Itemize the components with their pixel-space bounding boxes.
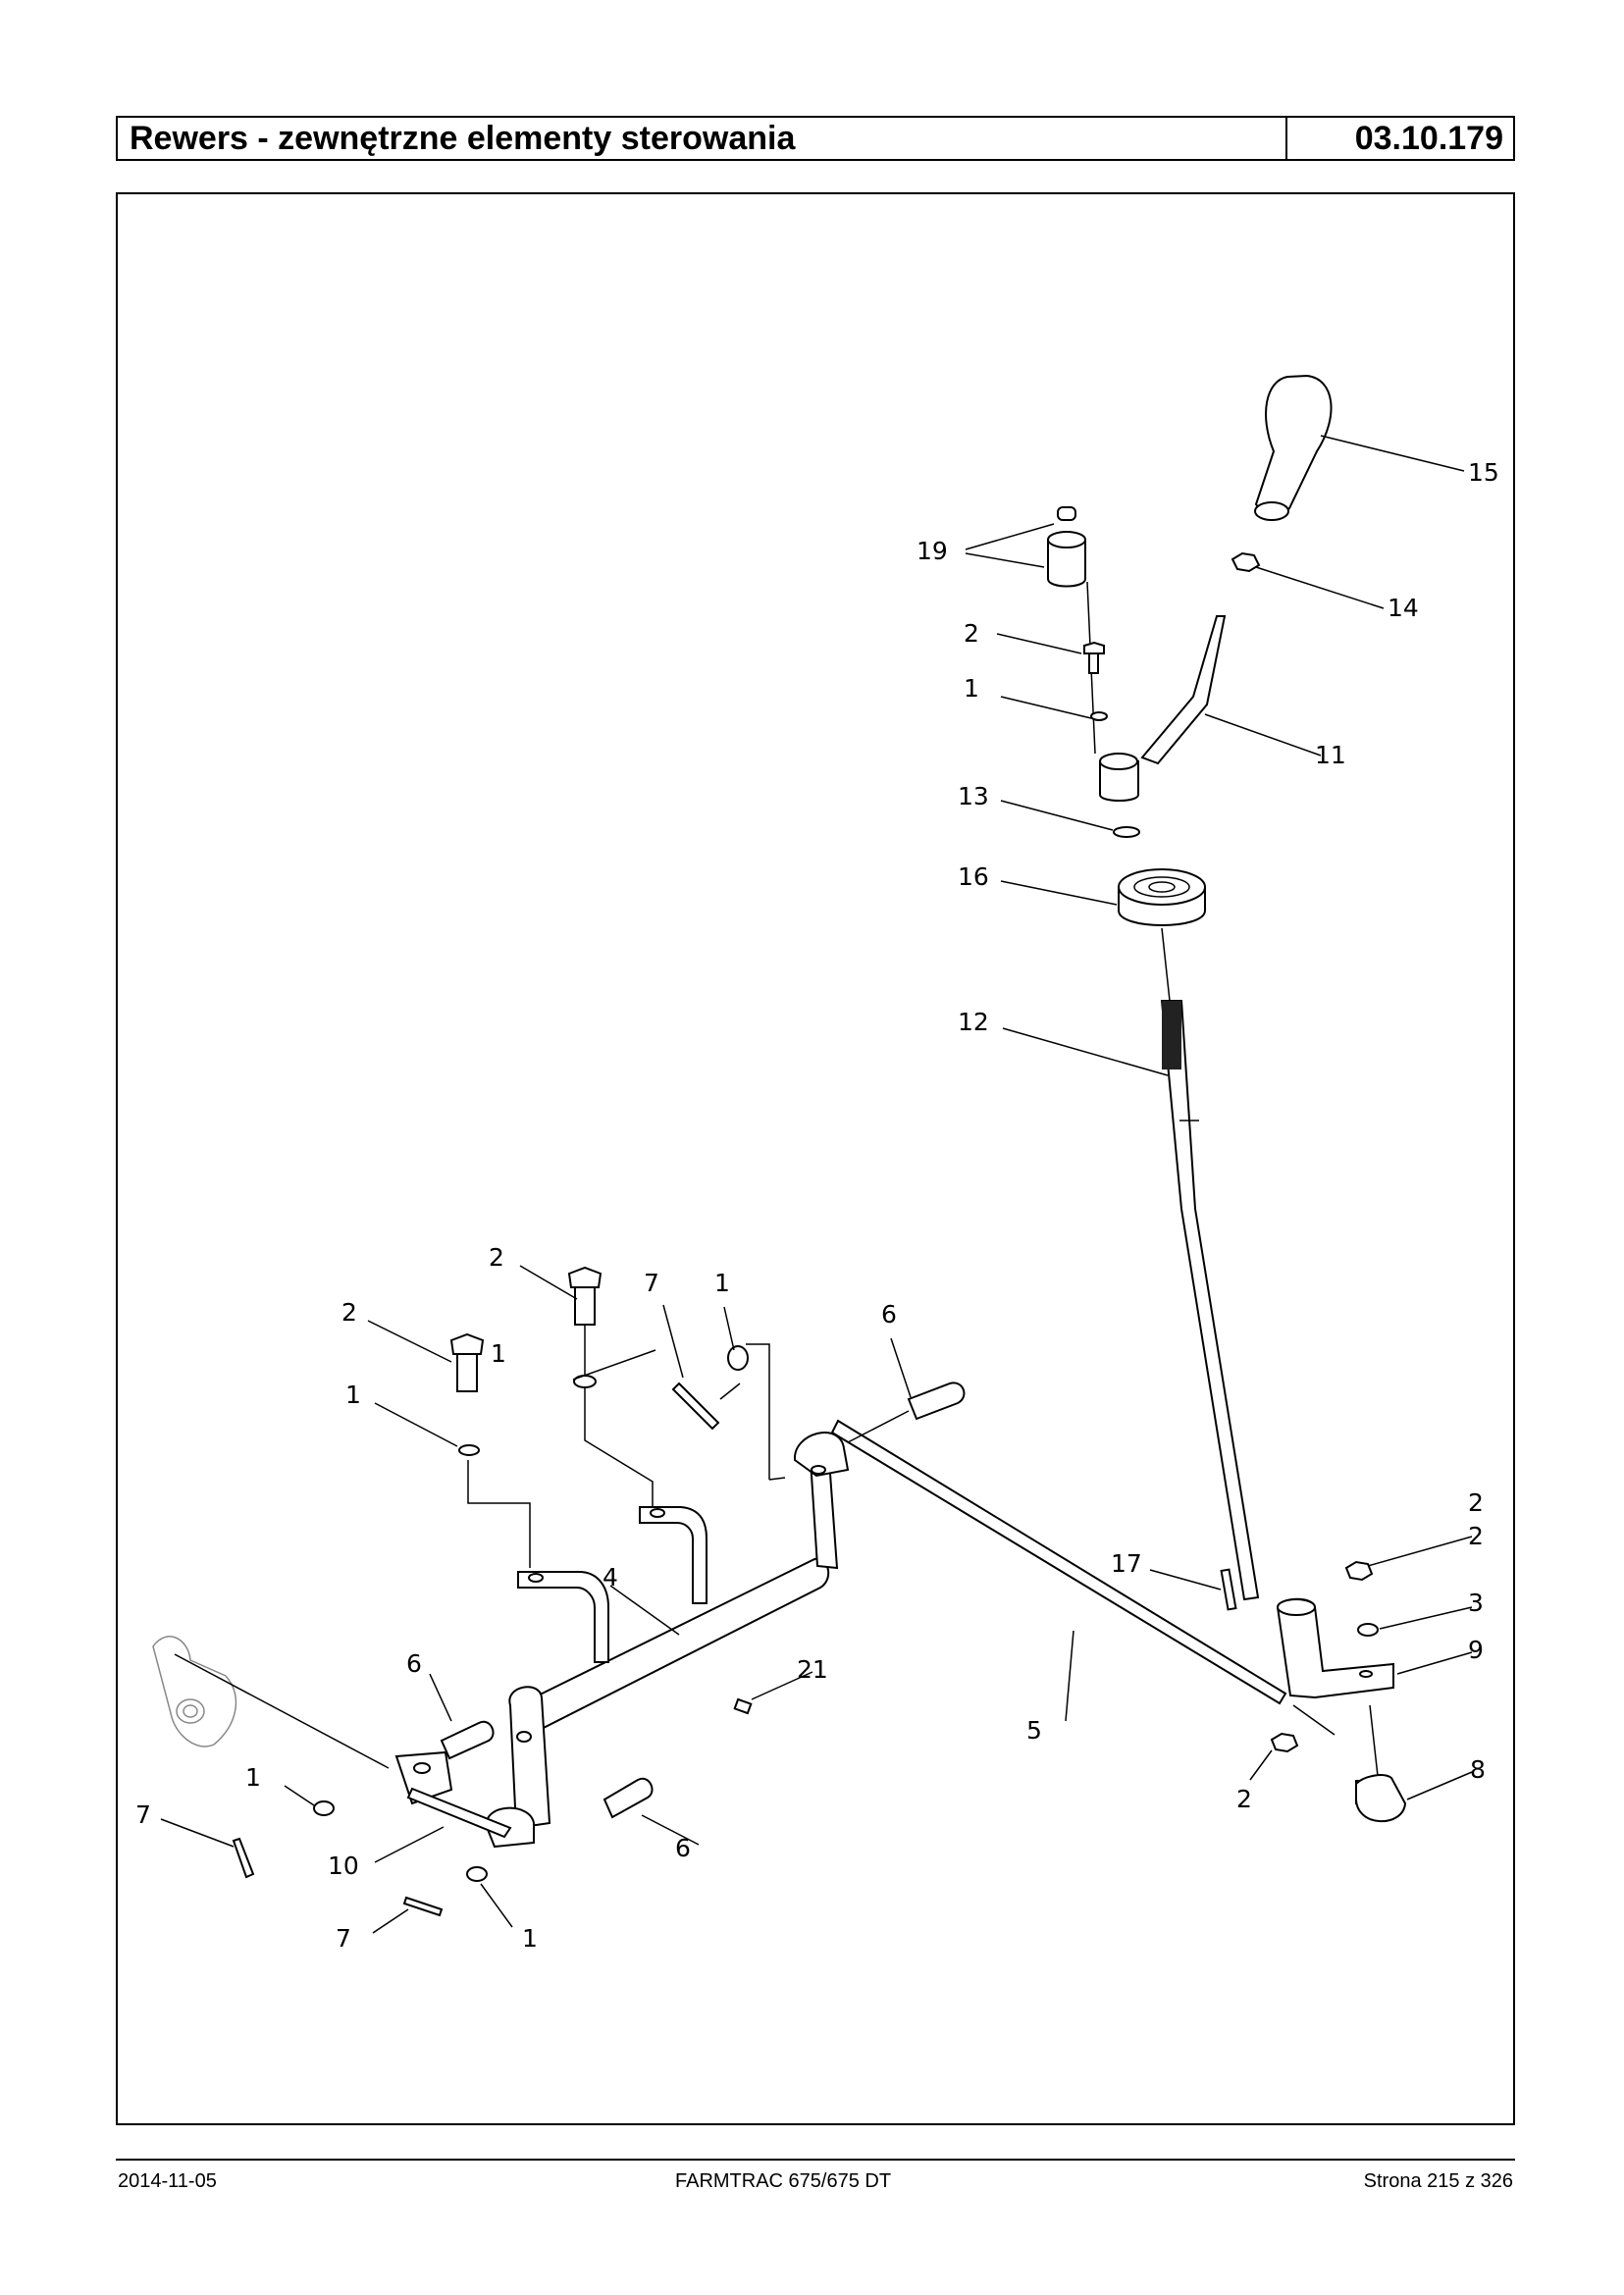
ball-joint-8 — [1355, 1704, 1407, 1823]
callout-2: 2 — [489, 1243, 504, 1272]
callout-19: 19 — [917, 537, 948, 565]
callout-6: 6 — [406, 1649, 422, 1678]
cotter-pin-7-top — [671, 1343, 786, 1481]
circlip-13 — [1113, 826, 1140, 838]
shaft-12 — [1160, 927, 1260, 1601]
cotter-pin-7-bottom — [402, 1896, 444, 1917]
callout-6: 6 — [675, 1834, 691, 1862]
ghost-housing — [152, 1636, 390, 1769]
callout-2: 2 — [1468, 1488, 1484, 1517]
callout-10: 10 — [328, 1852, 359, 1880]
clevis-pin-6-lower — [602, 1777, 654, 1819]
cap-19 — [1047, 506, 1086, 588]
callout-4: 4 — [602, 1563, 618, 1591]
pin-17 — [1220, 1568, 1237, 1611]
small-bolt-2 — [1083, 641, 1105, 674]
callout-21: 21 — [797, 1655, 828, 1684]
callout-7: 7 — [336, 1924, 351, 1953]
upper-lever-11 — [1086, 581, 1227, 802]
callout-12: 12 — [958, 1008, 989, 1036]
footer-date: 2014-11-05 — [118, 2170, 217, 2192]
callout-13: 13 — [958, 782, 989, 810]
diagram-canvas: 15 14 19 2 1 11 13 16 12 2 2 7 1 6 2 1 1… — [135, 374, 1499, 1953]
lever-nut-14 — [1231, 551, 1261, 573]
washer-1-left — [313, 1800, 335, 1816]
callout-1: 1 — [964, 674, 979, 703]
clevis-pin-6-left — [440, 1720, 495, 1760]
callout-2: 2 — [341, 1298, 357, 1327]
bearing-16 — [1118, 868, 1206, 926]
lower-bracket-9 — [1276, 1597, 1394, 1699]
nut-2-right — [1344, 1560, 1374, 1582]
callout-14: 14 — [1388, 594, 1419, 622]
callout-7: 7 — [644, 1269, 659, 1297]
footer-page-number: Strona 215 z 326 — [1363, 2170, 1513, 2192]
callout-1: 1 — [345, 1381, 361, 1409]
callout-11: 11 — [1315, 741, 1346, 769]
callout-2: 2 — [1236, 1785, 1252, 1813]
washer-1-bottom — [466, 1866, 488, 1882]
callout-1: 1 — [522, 1924, 538, 1953]
callout-1: 1 — [714, 1269, 730, 1297]
washer-3 — [1357, 1623, 1379, 1637]
callout-3: 3 — [1468, 1589, 1484, 1617]
page-footer: 2014-11-05 FARMTRAC 675/675 DT Strona 21… — [116, 2159, 1515, 2192]
callout-16: 16 — [958, 862, 989, 891]
callout-8: 8 — [1470, 1755, 1486, 1784]
callout-2: 2 — [964, 619, 979, 648]
callout-7: 7 — [135, 1800, 151, 1829]
callout-2: 2 — [1468, 1522, 1484, 1550]
section-code: 03.10.179 — [1354, 120, 1503, 157]
nut-2-lower — [1270, 1732, 1299, 1753]
callout-6: 6 — [881, 1300, 897, 1329]
page-title: Rewers - zewnętrzne elementy sterowania — [118, 118, 1287, 159]
callout-labels: 15 14 19 2 1 11 13 16 12 2 2 7 1 6 2 1 1… — [135, 458, 1499, 1953]
bolt-2-center — [567, 1266, 654, 1507]
callout-5: 5 — [1026, 1716, 1042, 1745]
shift-knob — [1254, 374, 1333, 521]
callout-9: 9 — [1468, 1636, 1484, 1664]
callout-1: 1 — [245, 1763, 261, 1792]
clevis-pin-6-top — [847, 1382, 966, 1443]
small-washer-1 — [1090, 711, 1108, 721]
callout-15: 15 — [1468, 458, 1499, 487]
selector-shaft-4 — [485, 1432, 850, 1849]
title-bar: Rewers - zewnętrzne elementy sterowania … — [116, 116, 1515, 161]
linkage-10 — [394, 1750, 512, 1839]
exploded-parts-diagram: 15 14 19 2 1 11 13 16 12 2 2 7 1 6 2 1 1… — [116, 192, 1515, 2125]
callout-1: 1 — [491, 1339, 506, 1368]
footer-model: FARMTRAC 675/675 DT — [675, 2170, 892, 2192]
callout-17: 17 — [1111, 1549, 1142, 1578]
bolt-21 — [733, 1697, 753, 1715]
cotter-pin-7-left — [232, 1837, 255, 1879]
bolt-2-left — [449, 1332, 531, 1568]
shaft-arms — [517, 1506, 707, 1663]
leader-lines — [160, 435, 1473, 1934]
rod-5 — [830, 1419, 1336, 1736]
